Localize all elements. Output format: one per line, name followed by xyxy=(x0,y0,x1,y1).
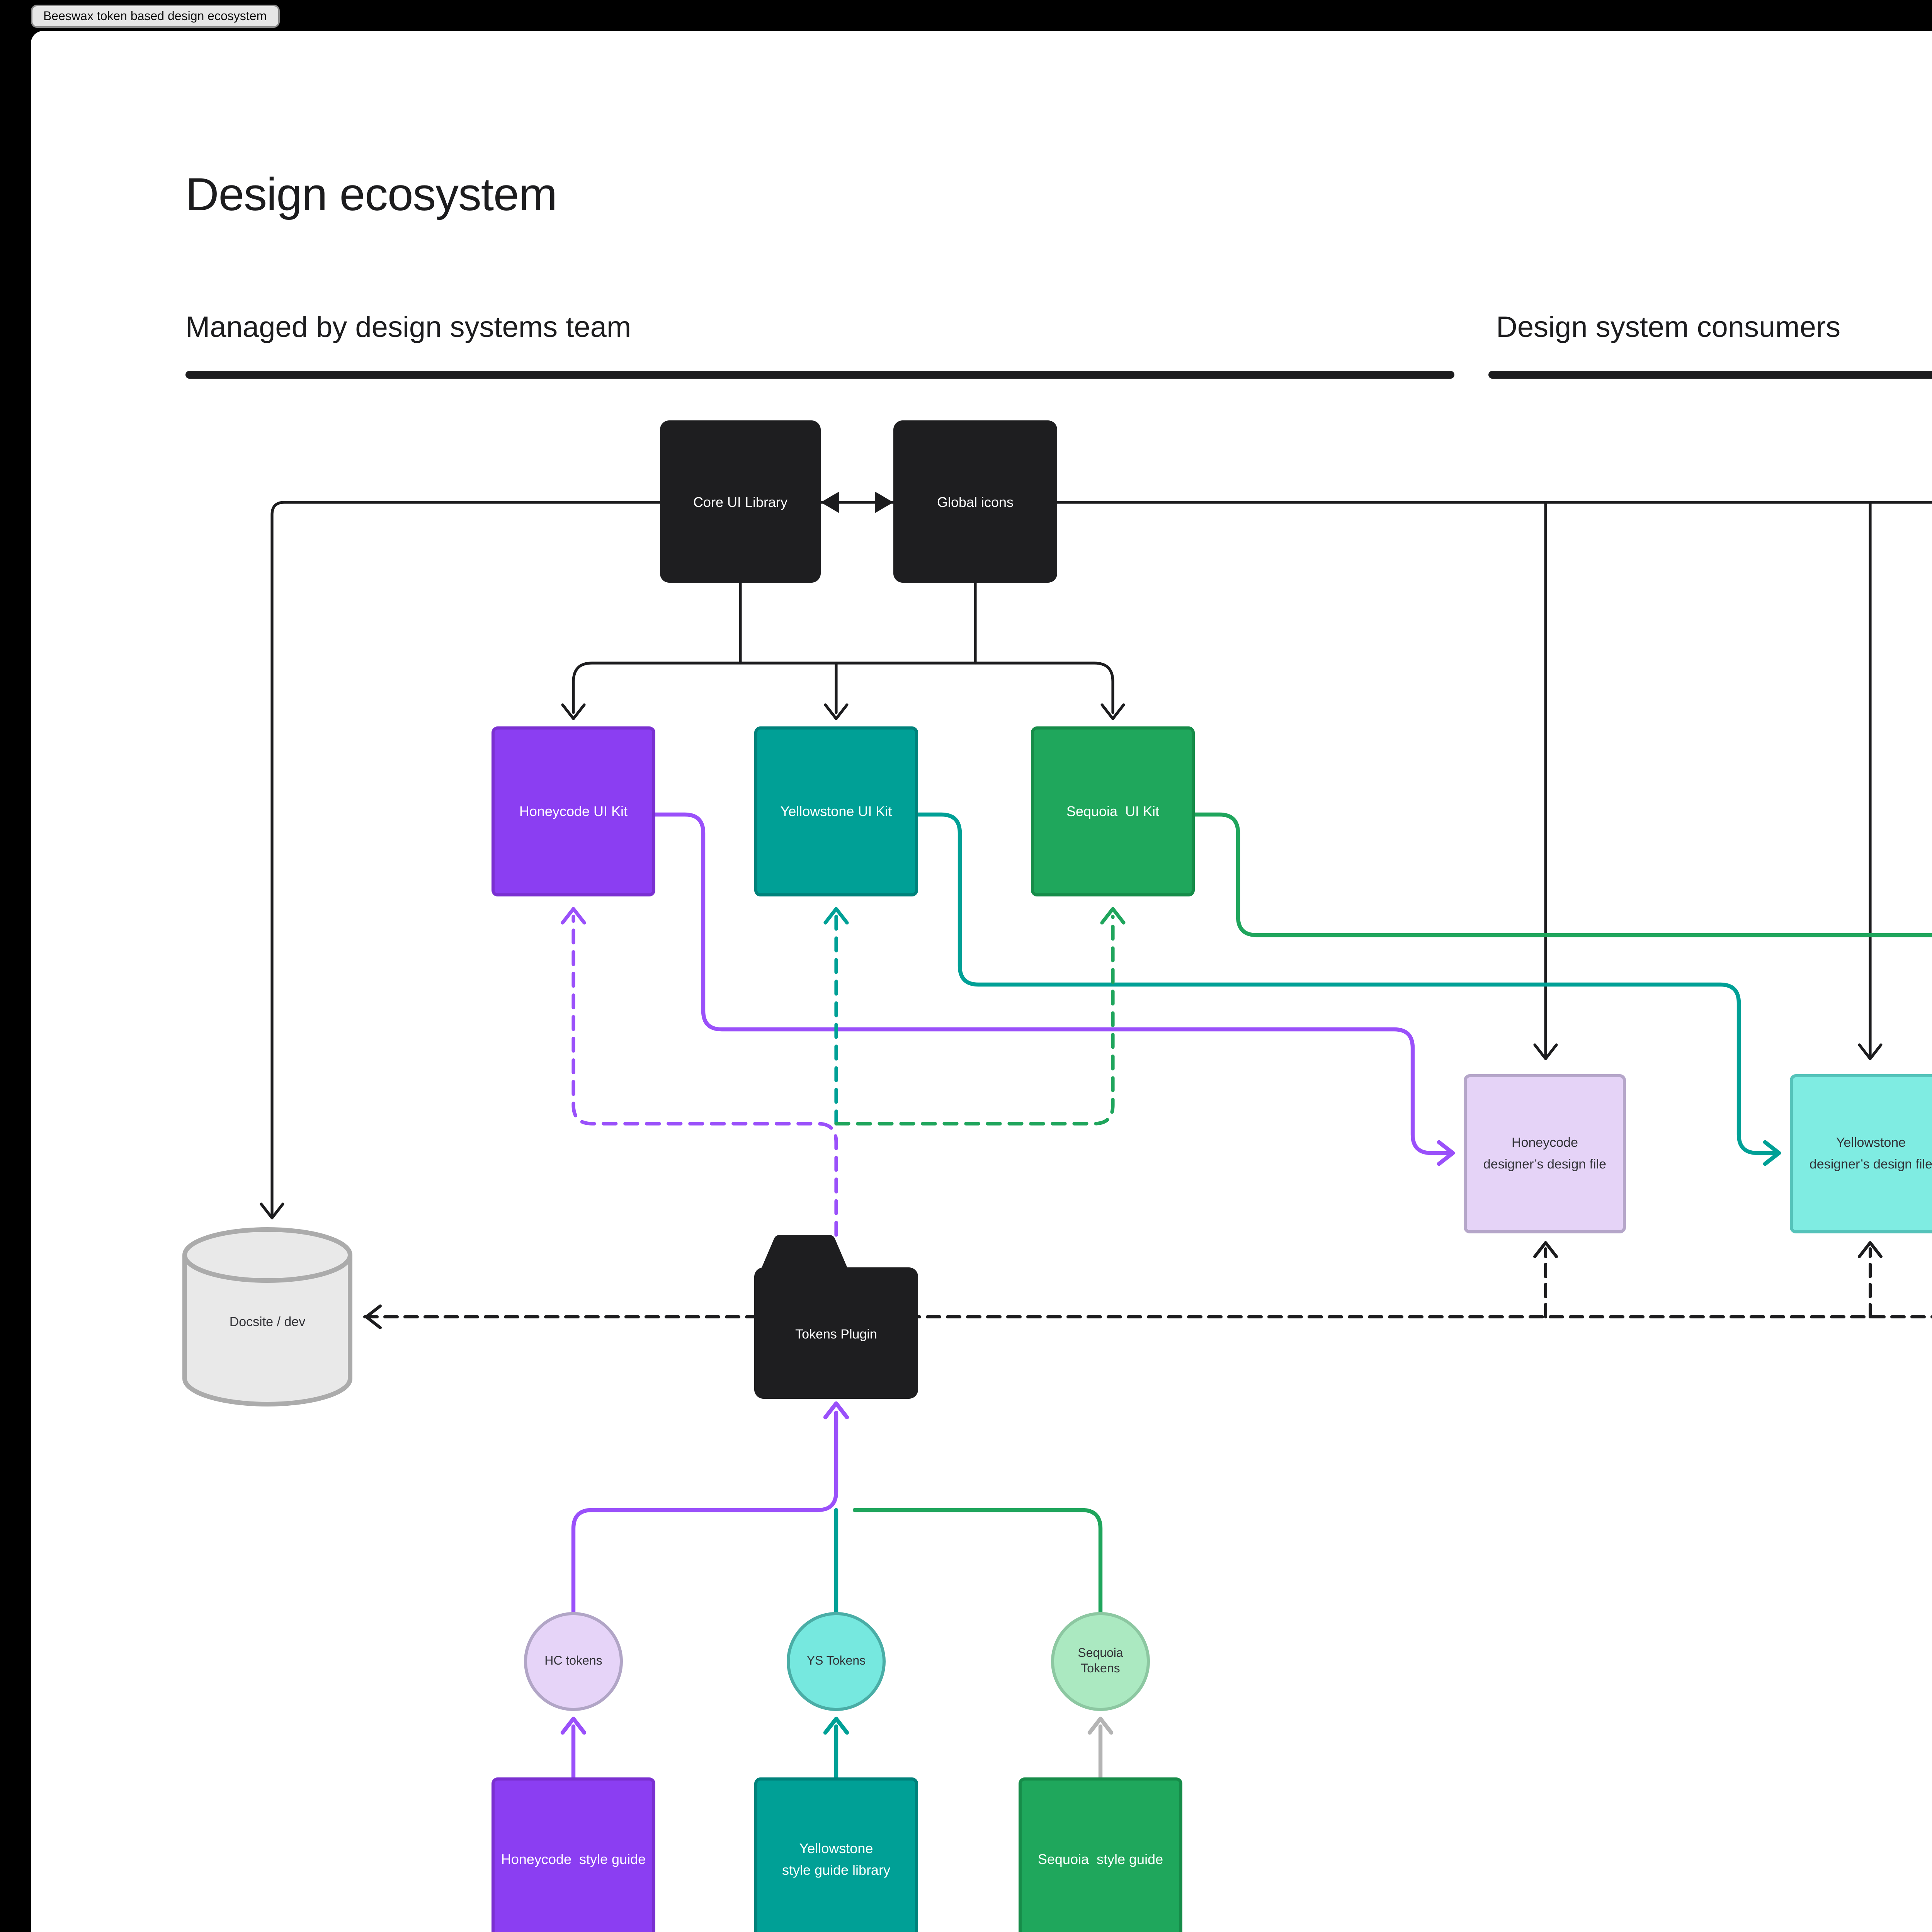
node-sequoia-ui-kit[interactable]: Sequoia UI Kit xyxy=(1031,726,1195,896)
node-docsite-label[interactable]: Docsite / dev xyxy=(229,1314,306,1329)
core-to-docsite-line xyxy=(270,501,662,1216)
teal-connectors xyxy=(823,812,1781,1780)
arrowhead-down-honeycode-file xyxy=(1533,1043,1558,1060)
node-label: Honeycode style guide xyxy=(501,1851,646,1867)
hc-tokens-to-plugin-line xyxy=(571,1410,838,1614)
file-tab[interactable]: Beeswax token based design ecosystem xyxy=(31,5,279,28)
arrowhead-up-tokens-plugin xyxy=(823,1401,849,1420)
node-label: Core UI Library xyxy=(693,494,788,509)
arrowhead-down-honeycode-kit xyxy=(561,703,586,720)
node-yellowstone-style-guide[interactable]: Yellowstone style guide library xyxy=(754,1777,918,1932)
arrowhead-into-core xyxy=(821,492,839,513)
tokens-plugin-folder-shape[interactable] xyxy=(754,1235,918,1399)
arrowhead-up-honeycode-kit-dashed xyxy=(561,907,586,925)
arrowhead-up-yellowstone-file xyxy=(1858,1241,1883,1258)
yellowstone-kit-to-file-line xyxy=(916,812,1778,1155)
node-tokens-plugin-label[interactable]: Tokens Plugin xyxy=(795,1325,877,1341)
kit-rail xyxy=(572,662,1114,714)
section-underline-right xyxy=(1488,371,1932,378)
library-feeders xyxy=(739,581,977,665)
arrowhead-down-yellowstone-file xyxy=(1858,1043,1883,1060)
arrowhead-up-yellowstone-kit-dashed xyxy=(823,907,849,925)
arrowhead-up-hc-tokens xyxy=(560,1716,587,1735)
green-dashed-connectors xyxy=(834,907,1126,1126)
black-connectors xyxy=(260,501,1932,1219)
plugin-to-honeycode-kit-dashed xyxy=(571,915,838,1237)
plugin-to-sequoia-kit-dashed xyxy=(834,915,1115,1126)
arrowhead-right-honeycode-file xyxy=(1437,1140,1455,1166)
node-label-line1: Sequoia xyxy=(1078,1645,1123,1660)
node-honeycode-ui-kit[interactable]: Honeycode UI Kit xyxy=(492,726,655,896)
node-label: Honeycode UI Kit xyxy=(519,804,628,819)
node-label: Global icons xyxy=(937,494,1014,509)
node-label: Sequoia UI Kit xyxy=(1066,804,1160,819)
sequoia-kit-to-file-line xyxy=(1192,812,1932,937)
black-dashed-arrowheads xyxy=(365,1241,1883,1329)
canvas-background xyxy=(31,31,1932,1932)
arrowhead-up-sequoia-tokens xyxy=(1087,1716,1114,1735)
arrowhead-down-docsite xyxy=(260,1202,284,1219)
node-yellowstone-ui-kit[interactable]: Yellowstone UI Kit xyxy=(754,726,918,896)
section-underline-left xyxy=(185,371,1454,378)
node-honeycode-design-file[interactable]: Honeycode designer’s design file xyxy=(1464,1074,1626,1233)
node-label: Sequoia style guide xyxy=(1037,1851,1163,1867)
node-label: Yellowstone UI Kit xyxy=(780,804,892,819)
node-core-ui-library[interactable]: Core UI Library xyxy=(660,420,821,583)
section-header-managed[interactable]: Managed by design systems team xyxy=(185,312,631,345)
docsite-cylinder-shape[interactable] xyxy=(182,1227,352,1406)
node-label-line2: style guide library xyxy=(782,1862,891,1877)
node-yellowstone-design-file[interactable]: Yellowstone designer’s design file xyxy=(1790,1074,1932,1233)
node-label-line2: designer’s design file xyxy=(1483,1155,1607,1171)
node-honeycode-style-guide[interactable]: Honeycode style guide xyxy=(492,1777,655,1932)
node-label-line1: Yellowstone xyxy=(1836,1135,1906,1151)
arrowhead-down-yellowstone-kit xyxy=(824,703,849,720)
node-ys-tokens[interactable]: YS Tokens xyxy=(787,1612,886,1711)
node-label: HC tokens xyxy=(544,1653,602,1668)
arrowhead-right-yellowstone-file xyxy=(1763,1140,1781,1166)
node-sequoia-style-guide[interactable]: Sequoia style guide xyxy=(1019,1777,1182,1932)
node-label: YS Tokens xyxy=(806,1653,866,1668)
node-hc-tokens[interactable]: HC tokens xyxy=(524,1612,623,1711)
page-title[interactable]: Design ecosystem xyxy=(185,170,557,221)
gray-connector xyxy=(1087,1716,1114,1780)
arrowhead-up-honeycode-file xyxy=(1533,1241,1558,1258)
node-label-line2: designer’s design file xyxy=(1809,1155,1932,1171)
purple-dashed-connectors xyxy=(561,907,838,1237)
arrowhead-up-ys-tokens xyxy=(823,1716,849,1735)
node-sequoia-tokens[interactable]: Sequoia Tokens xyxy=(1051,1612,1150,1711)
dashed-rail-to-docsite xyxy=(363,1315,1932,1318)
honeycode-kit-to-file-line xyxy=(653,812,1452,1155)
teal-dashed-connectors xyxy=(823,907,849,1126)
arrowhead-into-global xyxy=(875,492,893,513)
section-header-consumers[interactable]: Design system consumers xyxy=(1496,312,1841,345)
node-label-line2: Tokens xyxy=(1081,1662,1120,1675)
arrowhead-up-sequoia-kit-dashed xyxy=(1100,907,1126,925)
green-connectors xyxy=(852,812,1932,1614)
arrowhead-left-docsite xyxy=(365,1304,382,1329)
bidirectional-arrowheads xyxy=(821,492,893,513)
black-dashed-connectors xyxy=(363,1247,1932,1318)
sequoia-tokens-to-plugin-line xyxy=(852,1508,1103,1614)
node-label-line1: Honeycode xyxy=(1511,1135,1578,1151)
purple-connectors xyxy=(560,812,1455,1780)
node-label-line1: Yellowstone xyxy=(799,1841,873,1856)
arrowhead-down-sequoia-kit xyxy=(1100,703,1125,720)
node-global-icons[interactable]: Global icons xyxy=(893,420,1057,583)
